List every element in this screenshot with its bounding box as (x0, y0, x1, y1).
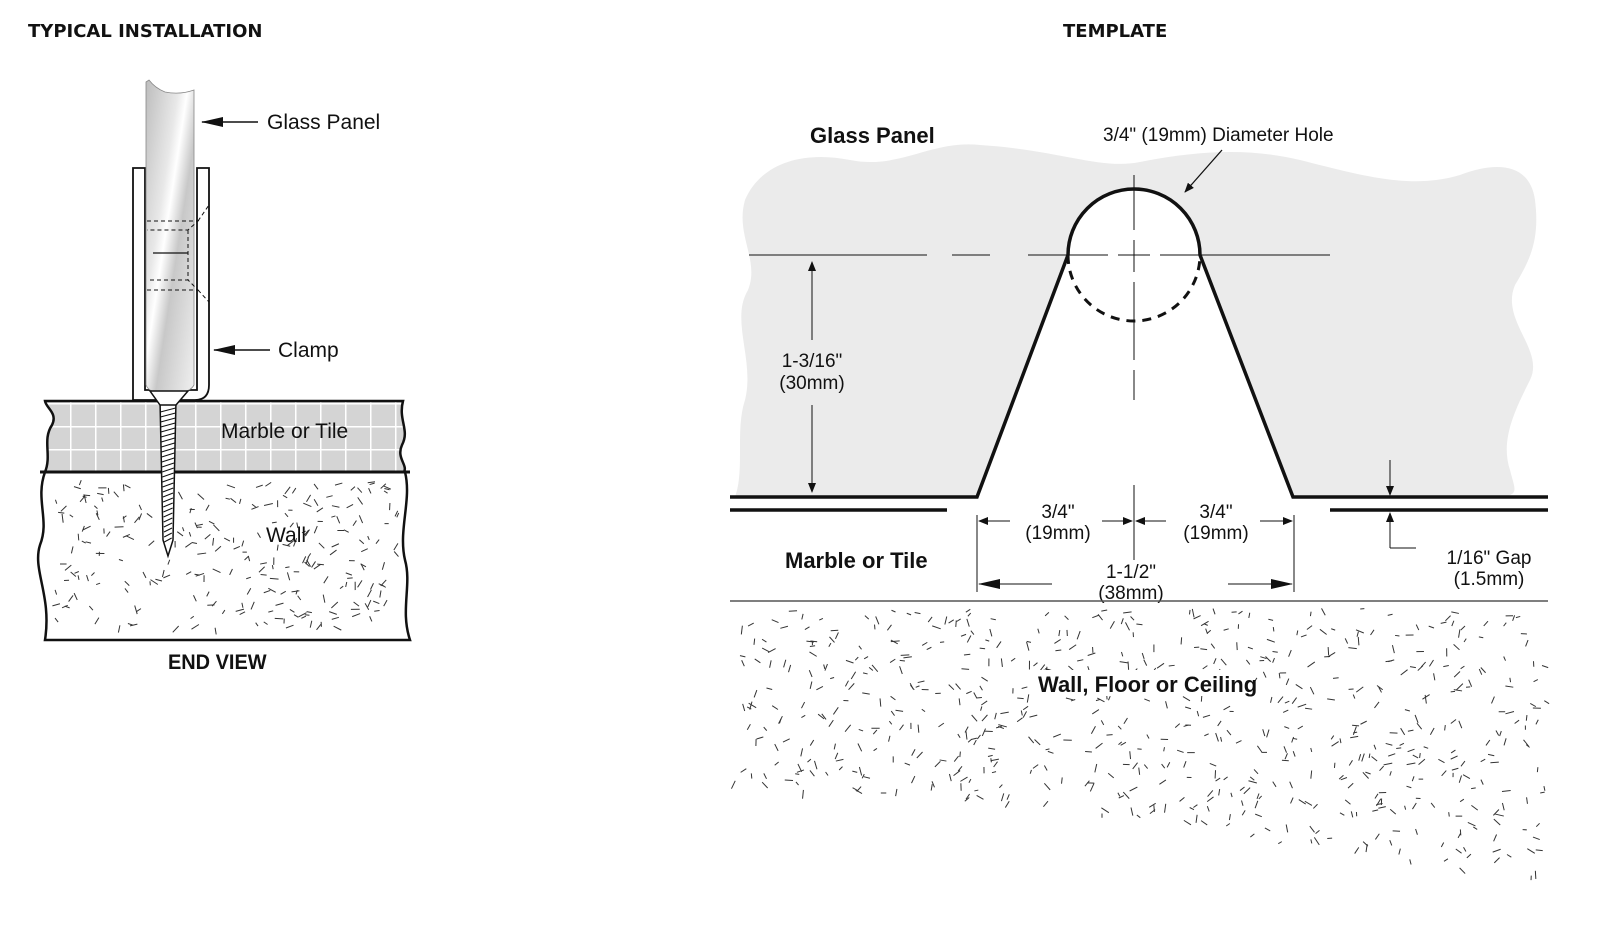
glass-panel (145, 79, 195, 393)
half-right-inches: 3/4" (1199, 502, 1232, 523)
center-lines (749, 175, 1330, 560)
half-right-mm: (19mm) (1183, 523, 1248, 544)
end-view-diagram: Glass Panel Clamp Marble or Tile Wall EN… (36, 79, 412, 675)
left-heading: TYPICAL INSTALLATION (28, 21, 262, 42)
width-mm: (38mm) (1098, 583, 1163, 604)
left-tile-label: Marble or Tile (221, 420, 348, 443)
surface-texture (731, 608, 1550, 881)
height-mm: (30mm) (779, 373, 844, 394)
half-left-mm: (19mm) (1025, 523, 1090, 544)
clamp-hidden-lines (147, 204, 210, 303)
left-glass-panel-label: Glass Panel (267, 111, 380, 134)
half-left-inches: 3/4" (1041, 502, 1074, 523)
end-view-caption: END VIEW (168, 651, 267, 675)
gap-mm: (1.5mm) (1454, 569, 1525, 590)
gap-inches: 1/16" Gap (1447, 548, 1532, 569)
wall-texture (52, 480, 400, 635)
template-diagram: 3/4" (19mm) Diameter Hole Glass Panel 1-… (730, 123, 1550, 881)
clamp (132, 167, 210, 401)
cutout-outline (730, 254, 1548, 499)
right-tile-label: Marble or Tile (785, 548, 928, 573)
surface-label: Wall, Floor or Ceiling (1038, 672, 1257, 697)
right-heading: TEMPLATE (1063, 21, 1167, 42)
width-inches: 1-1/2" (1106, 562, 1156, 583)
height-inches: 1-3/16" (782, 351, 843, 372)
right-glass-panel-label: Glass Panel (810, 123, 935, 148)
wall-section (36, 470, 412, 642)
clamp-label: Clamp (278, 339, 339, 362)
hole-diameter-label: 3/4" (19mm) Diameter Hole (1103, 125, 1334, 146)
wall-label: Wall (266, 524, 306, 547)
glass-panel-area (735, 144, 1537, 497)
